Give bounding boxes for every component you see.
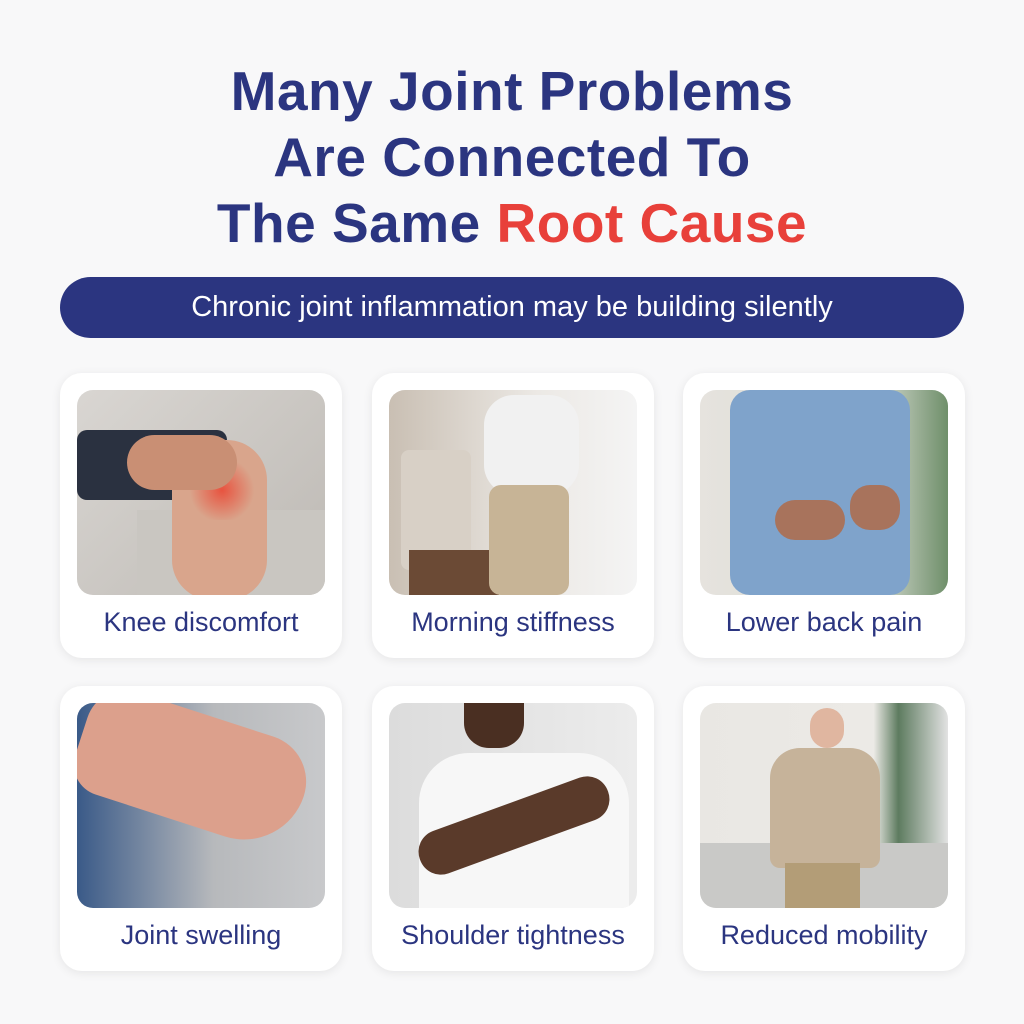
headline-line-3: The Same Root Cause bbox=[0, 190, 1024, 256]
symptom-card-mobility: Reduced mobility bbox=[683, 686, 965, 971]
card-label: Reduced mobility bbox=[720, 920, 928, 950]
symptom-card-shoulder: Shoulder tightness bbox=[372, 686, 654, 971]
lower-back-photo bbox=[700, 390, 948, 595]
joint-swelling-photo bbox=[77, 703, 325, 908]
card-label: Shoulder tightness bbox=[401, 920, 625, 950]
headline: Many Joint Problems Are Connected To The… bbox=[0, 58, 1024, 256]
morning-stiffness-photo bbox=[389, 390, 637, 595]
subtitle-text: Chronic joint inflammation may be buildi… bbox=[191, 291, 833, 323]
symptom-card-morning-stiffness: Morning stiffness bbox=[372, 373, 654, 658]
headline-line-1: Many Joint Problems bbox=[230, 60, 794, 122]
headline-line-3-prefix: The Same bbox=[216, 192, 497, 254]
card-label: Joint swelling bbox=[120, 920, 282, 950]
headline-accent: Root Cause bbox=[496, 192, 808, 254]
subtitle-banner: Chronic joint inflammation may be buildi… bbox=[60, 277, 964, 338]
symptom-card-lower-back: Lower back pain bbox=[683, 373, 965, 658]
mobility-photo bbox=[700, 703, 948, 908]
symptom-card-knee: Knee discomfort bbox=[60, 373, 342, 658]
symptom-card-joint-swelling: Joint swelling bbox=[60, 686, 342, 971]
knee-photo bbox=[77, 390, 325, 595]
card-label: Lower back pain bbox=[725, 607, 923, 637]
card-label: Morning stiffness bbox=[411, 607, 615, 637]
shoulder-photo bbox=[389, 703, 637, 908]
card-label: Knee discomfort bbox=[103, 607, 299, 637]
headline-line-2: Are Connected To bbox=[273, 126, 751, 188]
